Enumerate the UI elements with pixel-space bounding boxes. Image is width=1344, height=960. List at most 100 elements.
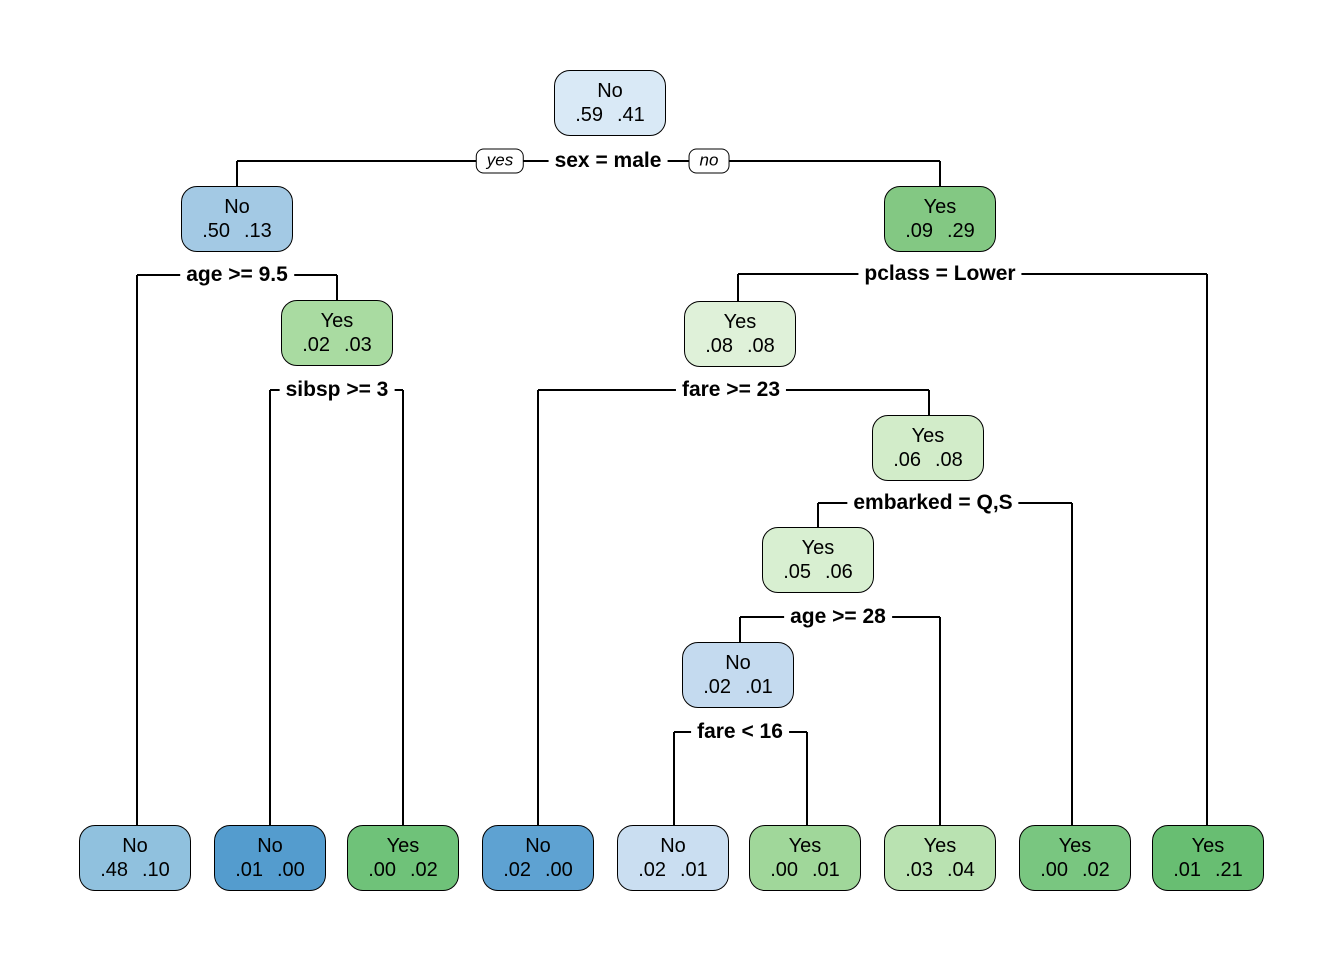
tree-branch-line xyxy=(537,390,539,826)
tree-branch-line xyxy=(336,275,338,301)
node-probabilities: .08 .08 xyxy=(705,334,775,358)
tree-branch-line xyxy=(673,732,675,826)
branch-badge-no: no xyxy=(688,148,730,174)
tree-branch-line xyxy=(737,274,739,302)
prob-no: .59 xyxy=(575,104,603,126)
prob-yes: .10 xyxy=(142,859,170,881)
tree-node-leaf: No.48 .10 xyxy=(79,825,191,891)
node-probabilities: .06.08 xyxy=(893,448,963,472)
node-class-label: No xyxy=(257,835,283,857)
prob-no: .08 xyxy=(705,335,733,357)
split-condition-label: fare < 16 xyxy=(691,720,789,744)
tree-node-internal: No.02.01 xyxy=(682,642,794,708)
tree-node-leaf: Yes.00 .02 xyxy=(347,825,459,891)
prob-no: .00 xyxy=(1040,859,1068,881)
node-class-label: Yes xyxy=(801,537,835,559)
tree-branch-line xyxy=(402,390,404,826)
node-probabilities: .02 .01 xyxy=(638,858,708,882)
tree-branch-line xyxy=(939,161,941,187)
prob-yes: .02 xyxy=(1082,859,1110,881)
tree-node-leaf: Yes.03 .04 xyxy=(884,825,996,891)
tree-branch-line xyxy=(806,732,808,826)
prob-no: .50 xyxy=(202,220,230,242)
split-condition-label: age >= 9.5 xyxy=(180,263,294,287)
prob-no: .48 xyxy=(100,859,128,881)
node-class-label: Yes xyxy=(723,311,757,333)
tree-node-leaf: No.02 .00 xyxy=(482,825,594,891)
node-probabilities: .48 .10 xyxy=(100,858,170,882)
node-class-label: No xyxy=(660,835,686,857)
tree-branch-line xyxy=(1071,503,1073,826)
prob-yes: .02 xyxy=(410,859,438,881)
tree-branch-line xyxy=(928,390,930,416)
branch-badge-yes: yes xyxy=(475,148,525,174)
prob-yes: .13 xyxy=(244,220,272,242)
node-class-label: No xyxy=(525,835,551,857)
tree-node-internal: Yes.05.06 xyxy=(762,527,874,593)
node-class-label: No xyxy=(597,80,623,102)
split-condition-label: pclass = Lower xyxy=(858,262,1022,286)
prob-no: .02 xyxy=(638,859,666,881)
node-class-label: Yes xyxy=(1191,835,1225,857)
tree-node-leaf: Yes.00 .01 xyxy=(749,825,861,891)
node-probabilities: .02 .00 xyxy=(503,858,573,882)
tree-node-internal: No.50.13 xyxy=(181,186,293,252)
prob-no: .01 xyxy=(235,859,263,881)
tree-node-internal: Yes.08 .08 xyxy=(684,301,796,367)
tree-branch-line xyxy=(1206,274,1208,826)
node-class-label: Yes xyxy=(911,425,945,447)
node-probabilities: .50 .13 xyxy=(202,219,272,243)
split-condition-label: sex = male xyxy=(548,149,668,173)
tree-branch-line xyxy=(236,161,238,187)
tree-node-internal: Yes.02.03 xyxy=(281,300,393,366)
split-condition-label: embarked = Q,S xyxy=(847,491,1019,515)
node-probabilities: .59 .41 xyxy=(575,103,645,127)
prob-no: .00 xyxy=(368,859,396,881)
tree-node-leaf: Yes.01.21 xyxy=(1152,825,1264,891)
node-probabilities: .01 .00 xyxy=(235,858,305,882)
node-probabilities: .02.01 xyxy=(703,675,773,699)
prob-yes: .08 xyxy=(747,335,775,357)
node-probabilities: .02.03 xyxy=(302,333,372,357)
prob-yes: .06 xyxy=(825,561,853,583)
node-class-label: No xyxy=(725,652,751,674)
tree-branch-line xyxy=(136,275,138,826)
split-condition-label: fare >= 23 xyxy=(675,378,787,402)
node-class-label: Yes xyxy=(923,196,957,218)
tree-node-leaf: No.01 .00 xyxy=(214,825,326,891)
node-class-label: Yes xyxy=(386,835,420,857)
prob-no: .03 xyxy=(905,859,933,881)
node-class-label: Yes xyxy=(788,835,822,857)
prob-yes: .21 xyxy=(1215,859,1243,881)
prob-yes: .41 xyxy=(617,104,645,126)
tree-branch-line xyxy=(817,503,819,528)
node-probabilities: .09 .29 xyxy=(905,219,975,243)
tree-node-internal: Yes.09 .29 xyxy=(884,186,996,252)
prob-no: .02 xyxy=(503,859,531,881)
node-probabilities: .00 .02 xyxy=(1040,858,1110,882)
node-class-label: Yes xyxy=(923,835,957,857)
tree-node-leaf: No.02 .01 xyxy=(617,825,729,891)
tree-branch-line xyxy=(939,617,941,826)
prob-no: .02 xyxy=(302,334,330,356)
node-class-label: Yes xyxy=(320,310,354,332)
node-class-label: Yes xyxy=(1058,835,1092,857)
prob-yes: .29 xyxy=(947,220,975,242)
node-probabilities: .03 .04 xyxy=(905,858,975,882)
tree-branch-line xyxy=(739,617,741,643)
tree-branch-line xyxy=(269,390,271,826)
node-probabilities: .01.21 xyxy=(1173,858,1243,882)
node-class-label: No xyxy=(122,835,148,857)
node-probabilities: .00 .01 xyxy=(770,858,840,882)
prob-yes: .04 xyxy=(947,859,975,881)
prob-yes: .01 xyxy=(812,859,840,881)
split-condition-label: sibsp >= 3 xyxy=(279,378,395,402)
node-probabilities: .00 .02 xyxy=(368,858,438,882)
prob-no: .00 xyxy=(770,859,798,881)
prob-yes: .00 xyxy=(277,859,305,881)
prob-yes: .00 xyxy=(545,859,573,881)
tree-node-internal: Yes.06.08 xyxy=(872,415,984,481)
prob-yes: .01 xyxy=(680,859,708,881)
prob-no: .09 xyxy=(905,220,933,242)
